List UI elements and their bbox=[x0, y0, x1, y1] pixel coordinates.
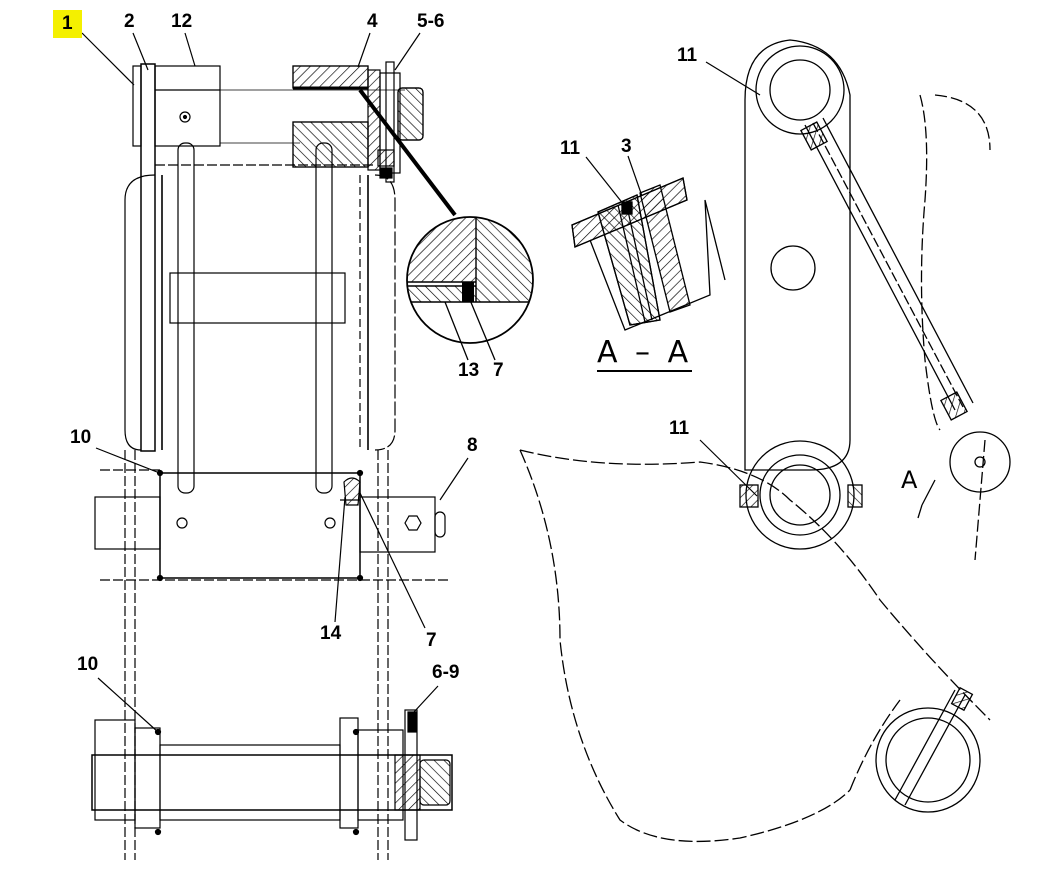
callout-6-9: 6-9 bbox=[432, 662, 460, 683]
lower-assembly bbox=[91, 709, 453, 841]
callout-8: 8 bbox=[467, 435, 478, 456]
callout-1: 1 bbox=[53, 10, 82, 38]
callout-12: 12 bbox=[171, 11, 193, 32]
callout-10-bottom: 10 bbox=[77, 654, 99, 675]
callout-13: 13 bbox=[458, 360, 480, 381]
upper-assembly bbox=[124, 61, 457, 494]
section-label-a-a: A – A bbox=[597, 335, 693, 372]
callout-5-6: 5-6 bbox=[417, 11, 445, 32]
detail-circle bbox=[406, 216, 534, 361]
callout-leaders bbox=[81, 32, 761, 733]
section-view-letter: A bbox=[901, 466, 918, 494]
callout-4: 4 bbox=[367, 11, 378, 32]
callout-11-top: 11 bbox=[677, 45, 698, 66]
section-a-a-view bbox=[571, 177, 726, 331]
callout-3: 3 bbox=[621, 136, 632, 157]
callout-7-detail: 7 bbox=[493, 360, 504, 381]
callout-7-bottom: 7 bbox=[426, 630, 437, 651]
middle-assembly bbox=[94, 450, 450, 860]
callout-14: 14 bbox=[320, 623, 342, 644]
callout-10-top: 10 bbox=[70, 427, 92, 448]
callout-11-lower: 11 bbox=[669, 418, 690, 439]
callout-11-section: 11 bbox=[560, 138, 581, 159]
callout-2: 2 bbox=[124, 11, 135, 32]
linkage-view bbox=[519, 39, 1011, 843]
